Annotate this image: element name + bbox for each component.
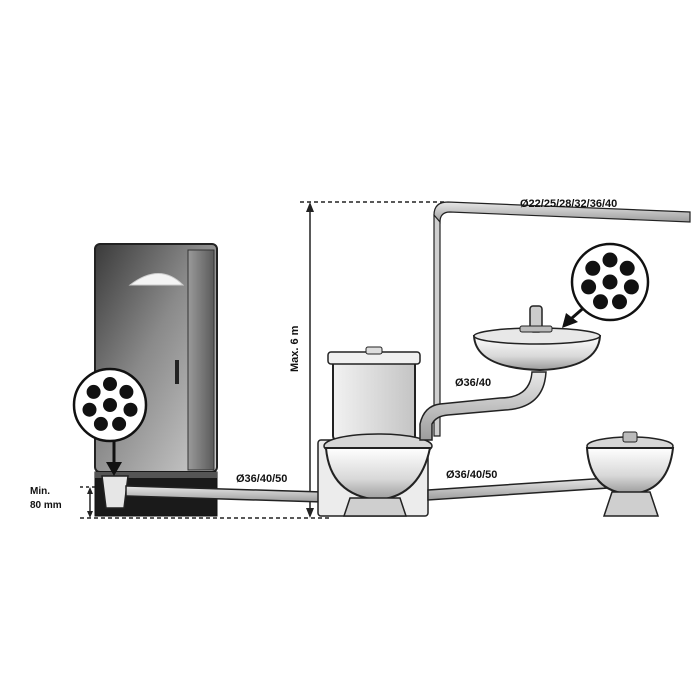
min-label: Min.	[30, 486, 50, 497]
bidet-pipe-label: Ø36/40/50	[446, 469, 497, 481]
inlet-hole	[119, 384, 134, 399]
inlet-hole	[581, 279, 597, 295]
basin-inlet-icon	[570, 242, 650, 322]
inlet-hole	[585, 260, 601, 276]
pipe-top-label: Ø22/25/28/32/36/40	[520, 198, 617, 210]
min-value-label: 80 mm	[30, 500, 62, 511]
basin-to-macerator-pipe	[419, 371, 547, 441]
toilet-cistern	[327, 346, 421, 441]
inlet-hole	[86, 384, 101, 399]
shower-drain-arrow	[106, 438, 122, 476]
inlet-hole	[602, 252, 618, 268]
shower-door-handle	[175, 360, 179, 384]
inlet-hole	[623, 279, 639, 295]
inlet-hole	[103, 377, 117, 391]
inlet-hole	[93, 416, 108, 431]
bidet	[585, 431, 675, 517]
inlet-hole	[103, 398, 117, 412]
shower-inlet-icon	[72, 367, 148, 443]
max-height-label: Max. 6 m	[289, 325, 301, 372]
basin-pipe-label: Ø36/40	[455, 377, 491, 389]
max-height-dimension	[306, 202, 314, 518]
inlet-hole	[593, 294, 608, 310]
shower-light	[128, 273, 185, 286]
discharge-riser-pipe	[433, 201, 691, 437]
bidet-tap	[622, 431, 638, 443]
min-height-dimension	[87, 487, 93, 518]
shower-drain	[101, 475, 129, 509]
wash-basin	[472, 305, 602, 372]
toilet	[323, 433, 433, 517]
shower-pipe-label: Ø36/40/50	[236, 473, 287, 485]
inlet-hole	[612, 294, 627, 310]
inlet-hole	[112, 416, 127, 431]
inlet-hole	[82, 402, 97, 417]
inlet-hole	[123, 402, 138, 417]
inlet-hole	[602, 274, 618, 290]
inlet-hole	[619, 260, 635, 276]
bidet-to-macerator-pipe	[427, 477, 609, 501]
